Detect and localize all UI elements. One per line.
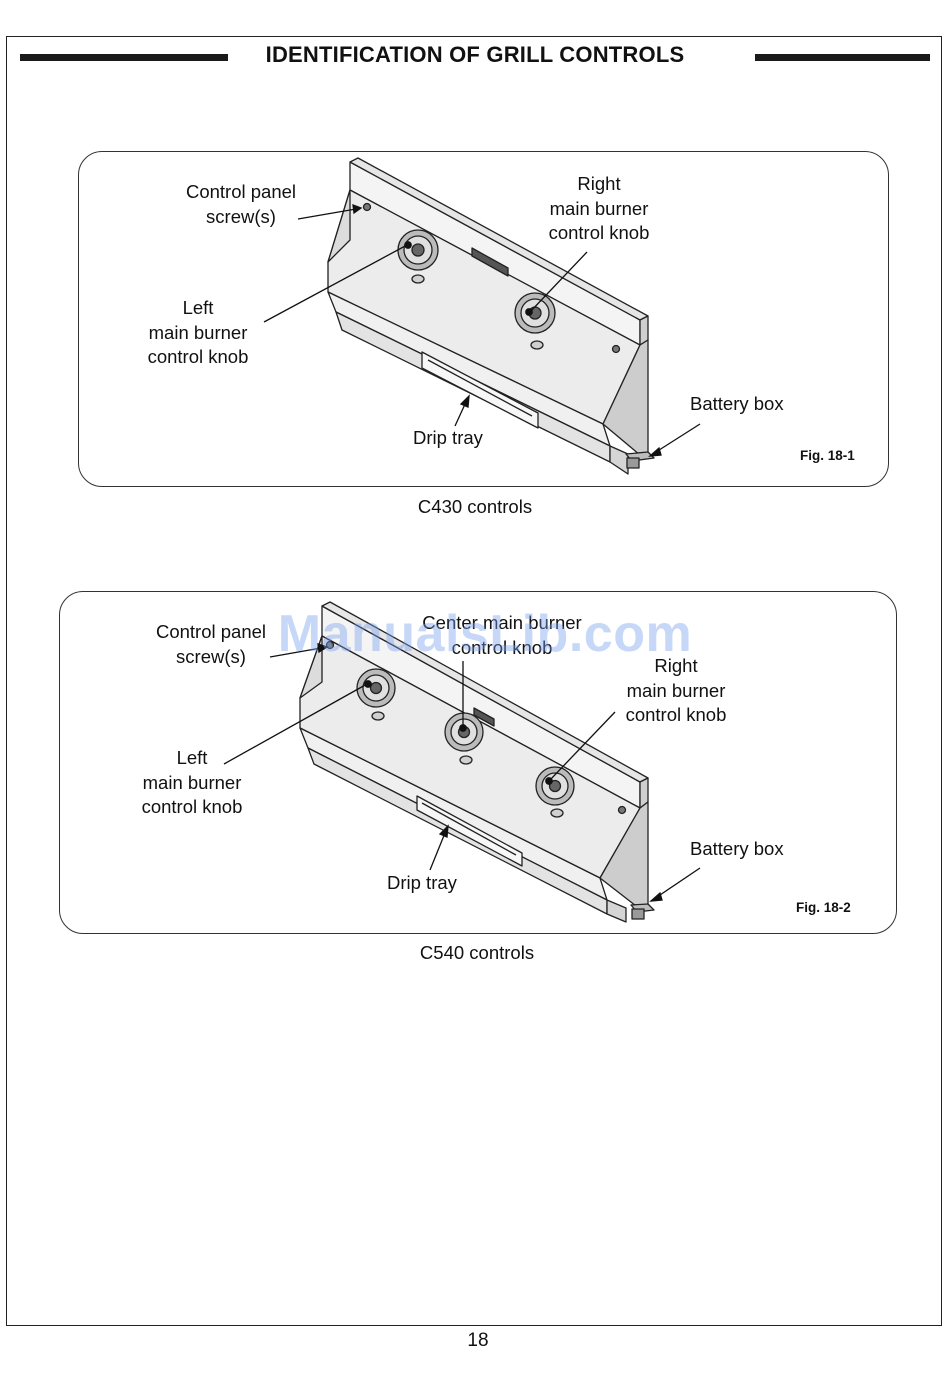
page-title: IDENTIFICATION OF GRILL CONTROLS bbox=[265, 42, 685, 67]
label-control-panel-screws: Control panel screw(s) bbox=[155, 621, 267, 667]
figure-caption: C430 controls bbox=[417, 496, 533, 517]
page-frame bbox=[6, 36, 942, 1326]
figure-18-2-frame bbox=[59, 591, 897, 934]
watermark: ManualsLib.com bbox=[277, 605, 693, 663]
label-left-main-burner-knob: Left main burner control knob bbox=[141, 747, 243, 817]
title-rule-left bbox=[20, 54, 228, 61]
label-right-main-burner-knob: Right main burner control knob bbox=[625, 655, 727, 725]
label-battery-box: Battery box bbox=[690, 838, 784, 859]
label-center-main-burner-knob: Center main burner control knob bbox=[422, 612, 582, 658]
label-drip-tray: Drip tray bbox=[413, 427, 483, 448]
label-battery-box: Battery box bbox=[690, 393, 784, 414]
figure-number: Fig. 18-2 bbox=[796, 900, 851, 915]
label-control-panel-screws: Control panel screw(s) bbox=[185, 181, 297, 227]
label-left-main-burner-knob: Left main burner control knob bbox=[147, 297, 249, 367]
label-drip-tray: Drip tray bbox=[387, 872, 457, 893]
title-rule-right bbox=[755, 54, 930, 61]
figure-caption: C540 controls bbox=[419, 942, 535, 963]
figure-18-1-frame bbox=[78, 151, 889, 487]
label-right-main-burner-knob: Right main burner control knob bbox=[548, 173, 650, 243]
page-number: 18 bbox=[467, 1330, 489, 1351]
figure-number: Fig. 18-1 bbox=[800, 448, 855, 463]
